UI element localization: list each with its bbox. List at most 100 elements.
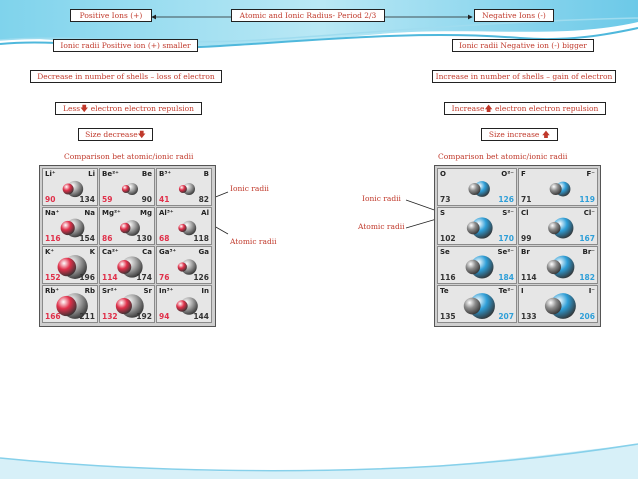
radius-spheres-icon xyxy=(60,218,85,238)
atom-symbol: Cl xyxy=(521,209,529,217)
ionic-radius-value: 116 xyxy=(45,234,61,243)
radius-spheres-icon xyxy=(178,183,195,195)
ionic-radius-value: 94 xyxy=(159,312,170,321)
atomic-radius-value: 99 xyxy=(521,234,532,243)
right-size-label: Size increase xyxy=(488,130,540,139)
ionic-radius-value: 207 xyxy=(498,312,514,321)
atomic-radius-value: 118 xyxy=(193,234,209,243)
ion-symbol: Rb⁺ xyxy=(45,287,60,295)
atom-symbol: Mg xyxy=(140,209,152,217)
radius-spheres-icon xyxy=(178,220,197,236)
positive-ions-box: Positive Ions (+) xyxy=(70,9,152,22)
ion-symbol: O²⁻ xyxy=(501,170,514,178)
atomic-radius-value: 90 xyxy=(141,195,152,204)
atom-symbol: Rb xyxy=(84,287,95,295)
radius-spheres-icon xyxy=(468,181,490,197)
ion-symbol: Al³⁺ xyxy=(159,209,174,217)
left-ionic-radii-box: Ionic radii Positive ion (+) smaller xyxy=(53,39,198,52)
atom-symbol: B xyxy=(203,170,209,178)
ionic-radius-value: 184 xyxy=(498,273,514,282)
atom-symbol: Be xyxy=(141,170,152,178)
ionic-radius-value: 206 xyxy=(579,312,595,321)
radius-spheres-icon xyxy=(544,293,576,319)
radius-spheres-icon xyxy=(466,217,493,239)
ion-symbol: Te²⁻ xyxy=(498,287,514,295)
ionic-radius-value: 41 xyxy=(159,195,170,204)
atomic-radius-value: 126 xyxy=(193,273,209,282)
radius-spheres-icon xyxy=(177,259,197,275)
atomic-radius-value: 192 xyxy=(136,312,152,321)
ion-symbol: Ga³⁺ xyxy=(159,248,177,256)
right-comparison-caption: Comparison bet atomic/ionic radii xyxy=(438,152,568,161)
radius-cell: Se Se²⁻ 116 184 xyxy=(437,246,517,284)
radius-spheres-icon xyxy=(62,180,84,198)
right-shells-box: Increase in number of shells – gain of e… xyxy=(432,70,616,83)
ion-symbol: F⁻ xyxy=(586,170,595,178)
atomic-radius-value: 116 xyxy=(440,273,456,282)
ionic-radius-value: 166 xyxy=(45,312,61,321)
atomic-radius-value: 134 xyxy=(79,195,95,204)
atom-symbol: S xyxy=(440,209,446,217)
ion-symbol: Li⁺ xyxy=(45,170,56,178)
radius-spheres-icon xyxy=(548,217,574,239)
ion-symbol: Na⁺ xyxy=(45,209,60,217)
radius-spheres-icon xyxy=(546,255,575,279)
atom-symbol: O xyxy=(440,170,446,178)
up-arrow-icon: 🡅 xyxy=(484,104,493,113)
radius-spheres-icon xyxy=(176,297,198,315)
atom-symbol: Br xyxy=(521,248,530,256)
ion-symbol: Br⁻ xyxy=(582,248,595,256)
right-repulsion-box: Increase🡅 electron electron repulsion xyxy=(444,102,606,115)
ionic-radius-value: 59 xyxy=(102,195,113,204)
ionic-radius-value: 167 xyxy=(579,234,595,243)
left-atomic-radii-label: Atomic radii xyxy=(230,237,277,246)
atom-symbol: Al xyxy=(201,209,209,217)
left-repulsion-prefix: Less xyxy=(62,104,81,113)
down-arrow-icon: 🡇 xyxy=(80,104,89,113)
left-size-box: Size decrease🡇 xyxy=(78,128,153,141)
radius-spheres-icon xyxy=(549,181,571,197)
ionic-radius-value: 68 xyxy=(159,234,170,243)
radius-spheres-icon xyxy=(463,293,495,319)
right-atomic-radii-label: Atomic radii xyxy=(358,222,405,231)
radius-spheres-icon xyxy=(117,256,143,278)
ion-symbol: Se²⁻ xyxy=(497,248,514,256)
atom-symbol: Li xyxy=(88,170,95,178)
ion-symbol: I⁻ xyxy=(588,287,595,295)
atom-symbol: Te xyxy=(440,287,449,295)
down-arrow-icon: 🡇 xyxy=(137,130,146,139)
atomic-radius-value: 211 xyxy=(79,312,95,321)
ion-symbol: B³⁺ xyxy=(159,170,172,178)
negative-ions-box: Negative Ions (-) xyxy=(474,9,554,22)
radius-cell: Te Te²⁻ 135 207 xyxy=(437,285,517,323)
ion-symbol: K⁺ xyxy=(45,248,55,256)
ionic-radius-value: 119 xyxy=(579,195,595,204)
radius-cell: Al³⁺ Al 68 118 xyxy=(156,207,212,245)
atomic-radius-value: 174 xyxy=(136,273,152,282)
ion-symbol: Ca²⁺ xyxy=(102,248,119,256)
radius-spheres-icon xyxy=(115,294,144,318)
atom-symbol: Se xyxy=(440,248,450,256)
ionic-radius-value: 152 xyxy=(45,273,61,282)
atomic-radius-value: 135 xyxy=(440,312,456,321)
radius-spheres-icon xyxy=(57,255,87,279)
atomic-radius-value: 73 xyxy=(440,195,451,204)
ion-symbol: Mg²⁺ xyxy=(102,209,121,217)
atom-symbol: I xyxy=(521,287,524,295)
left-comparison-caption: Comparison bet atomic/ionic radii xyxy=(64,152,194,161)
radius-spheres-icon xyxy=(465,255,494,279)
